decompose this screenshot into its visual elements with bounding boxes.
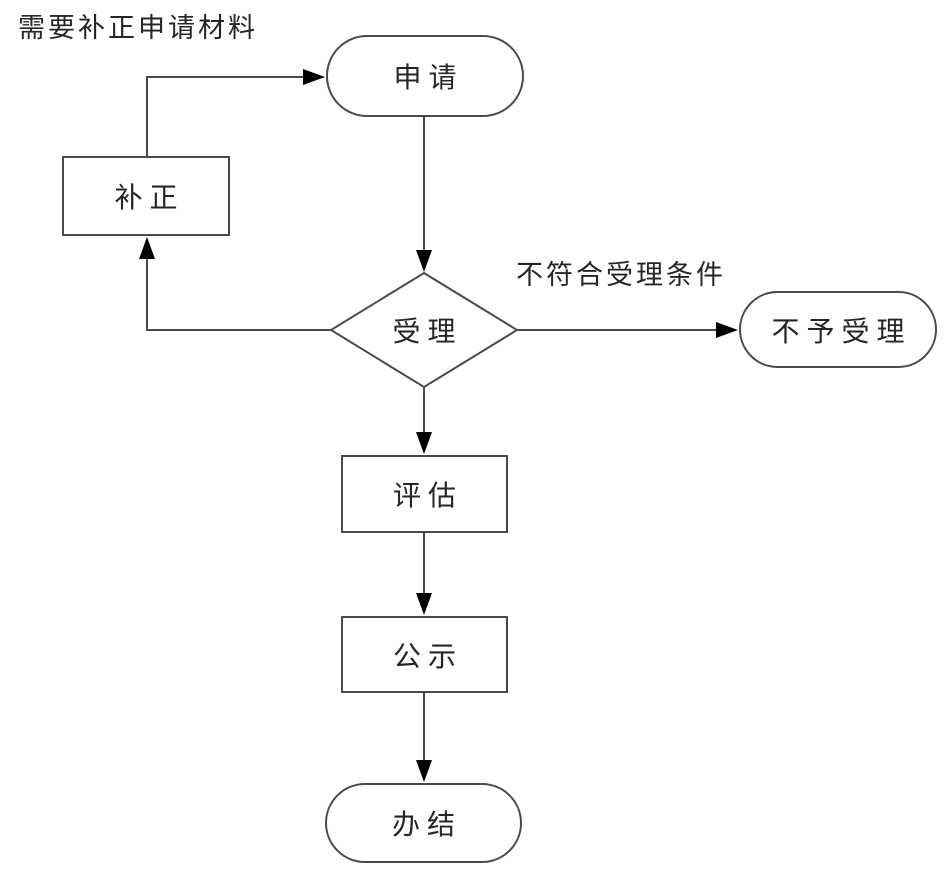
node-complete: 办结 xyxy=(325,783,522,863)
node-reject-label: 不予受理 xyxy=(771,315,912,347)
node-publicity: 公示 xyxy=(341,616,508,693)
connector-publicity-complete xyxy=(416,693,432,782)
edge-label-not-accepted: 不符合受理条件 xyxy=(516,260,726,290)
node-accept-label: 受理 xyxy=(392,316,463,347)
decision-diamond-shape xyxy=(329,271,519,389)
connector-accept-reject xyxy=(517,322,738,338)
node-apply-label: 申请 xyxy=(393,62,464,93)
node-supplement: 补正 xyxy=(62,156,230,236)
connector-evaluate-publicity xyxy=(416,533,432,615)
node-apply: 申请 xyxy=(326,35,524,117)
connector-supplement-apply xyxy=(146,69,325,156)
node-supplement-label: 补正 xyxy=(114,182,185,213)
connector-accept-evaluate xyxy=(416,387,432,454)
node-publicity-label: 公示 xyxy=(392,640,463,672)
node-complete-label: 办结 xyxy=(391,809,462,840)
node-reject: 不予受理 xyxy=(739,291,937,368)
node-accept: 受理 xyxy=(334,308,514,352)
node-evaluate: 评估 xyxy=(341,455,508,533)
node-evaluate-label: 评估 xyxy=(392,480,463,511)
connector-accept-supplement xyxy=(139,237,331,331)
connector-apply-accept xyxy=(416,117,432,272)
edge-label-need-supplement: 需要补正申请材料 xyxy=(18,13,258,43)
